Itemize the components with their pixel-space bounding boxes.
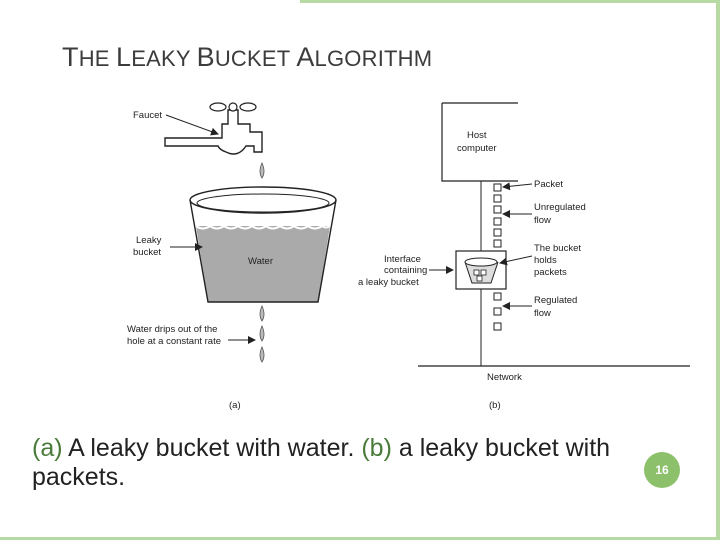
packet-icon bbox=[493, 205, 502, 214]
caption-a-marker: (a) bbox=[32, 434, 63, 462]
bucket-water bbox=[196, 226, 330, 302]
packet-icon bbox=[493, 292, 502, 301]
packet-icon bbox=[493, 217, 502, 226]
bottom-accent-border bbox=[0, 537, 720, 540]
water-drop-icon bbox=[259, 325, 265, 342]
unregulated-label-line2: flow bbox=[534, 215, 551, 226]
host-computer-box bbox=[441, 102, 518, 182]
water-label: Water bbox=[248, 256, 273, 267]
slide-number-badge: 16 bbox=[644, 452, 680, 488]
faucet-label: Faucet bbox=[133, 110, 162, 121]
right-accent-border bbox=[716, 0, 720, 540]
interface-label-line3: a leaky bucket bbox=[358, 277, 419, 288]
bucket-holds-label-line1: The bucket bbox=[534, 243, 581, 254]
packet-icon bbox=[493, 322, 502, 331]
drips-label-line2: hole at a constant rate bbox=[127, 336, 221, 347]
host-label-line1: Host bbox=[467, 130, 487, 141]
drips-label-line1: Water drips out of the bbox=[127, 324, 217, 335]
top-accent-border bbox=[300, 0, 720, 3]
regulated-label-line1: Regulated bbox=[534, 295, 577, 306]
packet-icon bbox=[493, 194, 502, 203]
packet-icon bbox=[493, 239, 502, 248]
interface-label-line2: containing bbox=[384, 265, 427, 276]
caption-b-marker: (b) bbox=[361, 434, 392, 462]
packet-icon bbox=[493, 307, 502, 316]
water-drop-icon bbox=[259, 162, 265, 179]
packet-label: Packet bbox=[534, 179, 563, 190]
faucet bbox=[164, 102, 263, 155]
leaky-bucket-label-line1: Leaky bbox=[136, 235, 162, 246]
slide-title: THE LEAKY BUCKET ALGORITHM bbox=[62, 42, 433, 72]
water-drop-icon bbox=[259, 305, 265, 322]
caption-b-text: a leaky bucket with packets. bbox=[32, 434, 611, 491]
unregulated-label-line1: Unregulated bbox=[534, 202, 586, 213]
packet-icon bbox=[493, 228, 502, 237]
leaky-bucket-label-line2: bucket bbox=[133, 247, 161, 258]
bucket-body bbox=[189, 199, 337, 303]
bucket-holds-label-line2: holds bbox=[534, 255, 557, 266]
bucket-holds-label-line3: packets bbox=[534, 267, 567, 278]
host-label-line2: computer bbox=[457, 143, 497, 154]
network-label: Network bbox=[487, 372, 522, 383]
packet-icon bbox=[493, 183, 502, 192]
water-drop-icon bbox=[259, 346, 265, 363]
bucket-icon bbox=[464, 257, 498, 267]
interface-label-line1: Interface bbox=[384, 254, 421, 265]
figure-caption: (a) A leaky bucket with water. (b) a lea… bbox=[32, 434, 702, 492]
caption-a-text: A leaky bucket with water. bbox=[62, 434, 362, 462]
figure-b-sublabel: (b) bbox=[489, 400, 501, 411]
figure-a-sublabel: (a) bbox=[229, 400, 241, 411]
regulated-label-line2: flow bbox=[534, 308, 551, 319]
